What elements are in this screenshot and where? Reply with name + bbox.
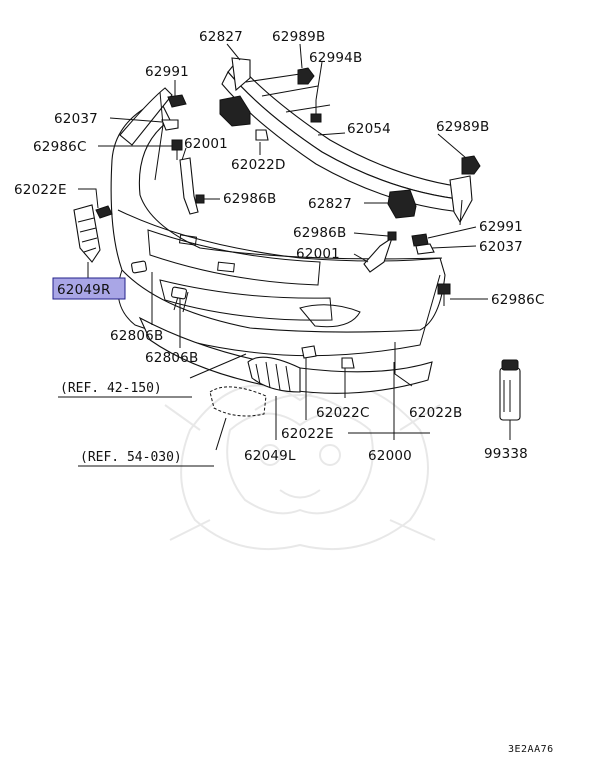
leader-lines [78,43,511,451]
grille-62049r [73,204,101,263]
bracket-62001-left [179,157,199,215]
retainer-62037-top [161,119,179,131]
ref-42-150: (REF. 42-150) [60,381,162,396]
label-62000: 62000 [368,448,412,464]
label-62991-right: 62991 [479,219,523,235]
nut-62989b-right [461,155,481,175]
ref-54-030-part [209,386,267,417]
label-62049r: 62049R [57,282,111,298]
retainer-62037-right [415,243,435,255]
label-62022e-bottom: 62022E [281,426,334,442]
label-62994b: 62994B [309,50,362,66]
spacer-pad-62827-top [219,95,251,127]
label-62037-top: 62037 [54,111,98,127]
label-62986c-right: 62986C [491,292,545,308]
label-62827-top: 62827 [199,29,243,45]
grille-62049l [247,356,301,393]
clip-62022e-bottom [301,345,317,359]
ref-54-030: (REF. 54-030) [80,450,182,465]
label-62001-top: 62001 [184,136,228,152]
label-99338: 99338 [484,446,528,462]
clip-62022d [255,129,269,141]
screw-62986c-right [437,283,451,306]
label-62986c-left: 62986C [33,139,87,155]
label-62806b-lower: 62806B [145,350,198,366]
label-62022d: 62022D [231,157,286,173]
label-62806b-upper: 62806B [110,328,163,344]
spacer-pad-62827-mid [387,189,417,219]
figure-code: 3E2AA76 [508,744,554,755]
nut-62989b-top [297,67,315,85]
label-62037-right: 62037 [479,239,523,255]
label-62049l: 62049L [244,448,296,464]
label-62986b-right: 62986B [293,225,346,241]
highlight-62049r [52,277,126,300]
screw-62986c-left [171,139,183,160]
label-62001-mid: 62001 [296,246,340,262]
watermark-seal [164,384,441,551]
upper-frame-strip [119,87,173,181]
label-62022b: 62022B [409,405,462,421]
label-62022e-left: 62022E [14,182,67,198]
bolt-62994b [310,100,322,123]
part-labels: 62827 62989B 62994B 62991 62037 62054 62… [14,29,554,755]
clip-62022c [341,357,355,369]
label-62827-mid: 62827 [308,196,352,212]
clip-62991-top [167,94,187,108]
label-62054: 62054 [347,121,391,137]
label-62986b-left: 62986B [223,191,276,207]
screw-62986b-right [387,231,397,241]
clip-62022e-left [95,205,113,219]
label-62989b-right: 62989B [436,119,489,135]
label-62022c: 62022C [316,405,370,421]
label-62991-top: 62991 [145,64,189,80]
reinforcement-bar-part [221,57,473,226]
sealant-tube-99338 [499,359,521,421]
screw-62986b-left [195,194,205,204]
label-62989b-top: 62989B [272,29,325,45]
